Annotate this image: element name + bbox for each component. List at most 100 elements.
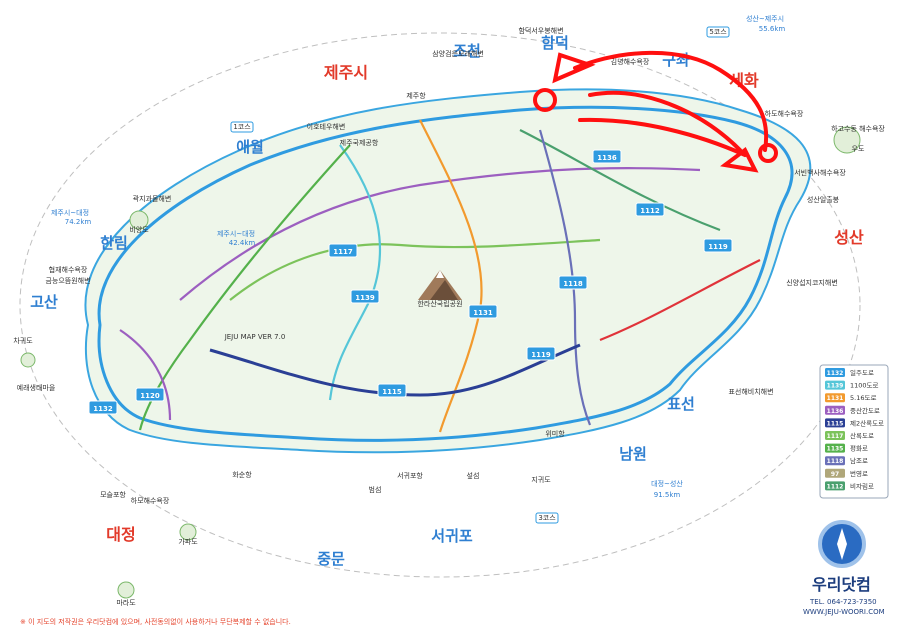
- outer-guide-ellipse: [19, 32, 861, 578]
- legend-road-label: 비자림로: [850, 481, 874, 490]
- place-label: 성산일출봉: [807, 195, 840, 204]
- road-badges: 1136 1112 1119 1117 1139 1131 1118 1119 1115 1120…: [88, 149, 733, 415]
- distance-label: 74.2km: [65, 218, 92, 226]
- place-label: 하모해수욕장: [131, 496, 170, 505]
- course-badge: 1코스: [230, 121, 254, 133]
- region-label: 한림: [100, 234, 128, 252]
- city-label: 대정: [106, 525, 135, 544]
- place-label: 섶섬: [467, 471, 480, 480]
- place-label: 삼양검은모래해변: [432, 49, 484, 58]
- place-label: 제주국제공항: [340, 138, 379, 147]
- legend-road-label: 제2산록도로: [850, 418, 884, 427]
- island-shape: [84, 88, 812, 454]
- interior-roads: [119, 119, 761, 433]
- road-1112: [519, 129, 721, 232]
- road-badge: 1115: [377, 383, 407, 398]
- region-label: 애월: [236, 138, 264, 156]
- place-label: 이호테우해변: [307, 122, 346, 131]
- legend-road-label: 일주도로: [850, 368, 874, 377]
- hallasan-mountain-icon: [418, 270, 462, 300]
- road-badge: 1136: [592, 149, 622, 164]
- place-label: 표선해비치해변: [728, 387, 773, 396]
- place-label: 곽지과물해변: [133, 194, 172, 203]
- place-label: 가파도: [178, 537, 198, 546]
- road-badge-number: 1112: [640, 207, 660, 215]
- road-1117: [229, 238, 601, 301]
- road-badge-number: 1131: [473, 309, 493, 317]
- place-label: 함덕서우봉해변: [518, 26, 563, 35]
- place-label: 금능으뜸원해변: [45, 276, 90, 285]
- distance-label: 성산~제주시: [746, 14, 784, 23]
- course-badge-text: 5코스: [709, 28, 727, 36]
- place-label: 한라산국립공원: [417, 299, 462, 308]
- place-label: 모슬포항: [100, 490, 126, 499]
- distance-label: 제주시~대정: [217, 229, 255, 238]
- region-label: 남원: [619, 445, 647, 463]
- place-label: 예래생태마을: [17, 383, 56, 392]
- place-label: 제주항: [406, 91, 426, 100]
- place-label: 서빈백사해수욕장: [794, 168, 846, 177]
- road-badge: 1132: [88, 400, 118, 415]
- road-badge: 1139: [350, 289, 380, 304]
- distance-labels: 성산~제주시55.6km제주시~대정74.2km제주시~대정42.4km대정~성…: [51, 14, 785, 499]
- road-badge: 1119: [703, 238, 733, 253]
- place-label: 범섬: [369, 485, 382, 494]
- road-badge-number: 1120: [140, 392, 160, 400]
- brand-tel: TEL. 064-723-7350: [810, 598, 877, 606]
- region-label: 조천: [453, 42, 481, 60]
- place-label: 하고수동 해수욕장: [831, 124, 885, 133]
- marado-island: [117, 581, 135, 599]
- city-label: 성산: [834, 228, 864, 247]
- legend-item: 1115 제2산록도로: [825, 418, 884, 428]
- place-label: 화순항: [232, 470, 252, 479]
- place-label: 위미항: [545, 429, 565, 438]
- brand-web: WWW.JEJU-WOORI.COM: [803, 608, 885, 616]
- road-1115: [209, 343, 581, 397]
- course-badge-text: 1코스: [233, 123, 251, 131]
- road-badge-number: 1119: [708, 243, 728, 251]
- legend-road-number: 1131: [827, 395, 844, 402]
- copyright-notice: ※ 이 지도의 저작권은 우리닷컴에 있으며, 사전동의없이 사용하거나 무단복…: [20, 618, 291, 626]
- brand-name: 우리닷컴: [812, 575, 871, 594]
- place-label: 차귀도: [13, 336, 33, 345]
- place-label: JEJU MAP VER 7.0: [224, 333, 286, 341]
- legend-road-label: 산록도로: [850, 431, 874, 440]
- road-badge: 1119: [526, 346, 556, 361]
- legend-road-label: 번영로: [850, 469, 868, 478]
- course-badge-text: 3코스: [538, 514, 556, 522]
- course-badges: 5코스 1코스 3코스: [230, 26, 730, 524]
- road-1131: [419, 119, 483, 433]
- distance-label: 제주시~대정: [51, 208, 89, 217]
- road-1136: [179, 167, 701, 301]
- road-badge-number: 1136: [597, 154, 617, 162]
- legend-road-number: 1115: [827, 420, 844, 427]
- legend-road-label: 남조로: [850, 456, 868, 465]
- chagwido-island: [20, 352, 36, 368]
- legend-road-number: 1117: [827, 433, 844, 440]
- place-label: 서귀포항: [397, 471, 423, 480]
- red-annotation-arrows: [533, 50, 778, 173]
- region-label: 표선: [667, 395, 695, 413]
- course-badge: 3코스: [535, 512, 559, 524]
- course-badge: 5코스: [706, 26, 730, 38]
- road-badge-number: 1132: [93, 405, 113, 413]
- road-badge: 1117: [328, 243, 358, 258]
- place-label: 하도해수욕장: [765, 109, 804, 118]
- road-badge: 1131: [468, 304, 498, 319]
- legend-item: 1131 5.16도로: [825, 393, 876, 403]
- legend-road-number: 1139: [827, 383, 844, 390]
- legend-road-label: 5.16도로: [850, 394, 876, 402]
- gapado-island: [179, 523, 197, 541]
- road-badge: 1118: [558, 275, 588, 290]
